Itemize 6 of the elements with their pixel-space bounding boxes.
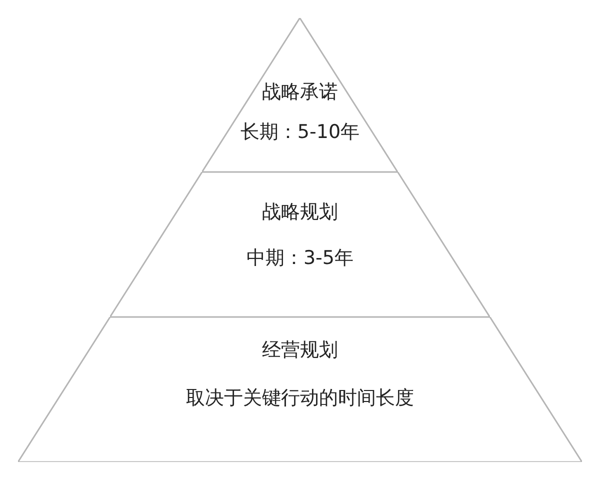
duration-text: 长期：5-10年 [240, 120, 360, 144]
duration-text: 中期：3-5年 [246, 246, 354, 270]
band-heading: 经营规划 [262, 338, 338, 362]
duration-text: 取决于关键行动的时间长度 [186, 386, 414, 410]
band-heading: 战略规划 [262, 200, 338, 224]
band-heading: 战略承诺 [262, 80, 338, 104]
